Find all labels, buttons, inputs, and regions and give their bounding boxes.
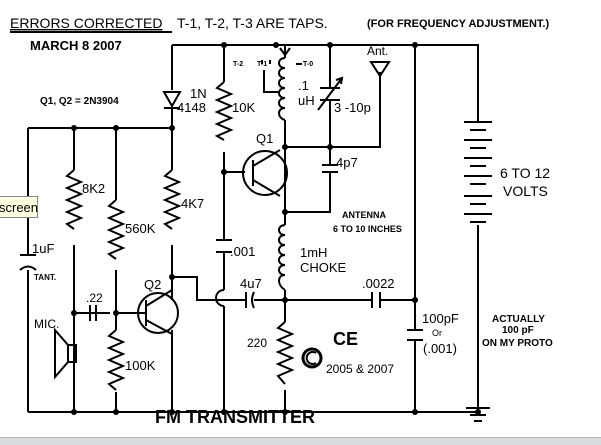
capacitor-100pf — [407, 329, 423, 341]
capacitor-1uf — [19, 254, 37, 271]
transistor-q1 — [242, 150, 288, 196]
r10k-label: 10K — [232, 100, 255, 115]
date: MARCH 8 2007 — [30, 38, 122, 53]
mic-label: MIC. — [34, 317, 59, 331]
battery-label: 6 TO 12 — [500, 165, 550, 181]
resistor-10k — [214, 81, 234, 141]
resistor-8k2 — [64, 169, 84, 230]
choke-label-2: CHOKE — [300, 260, 347, 275]
c0022-label: .0022 — [362, 276, 395, 291]
transistor-note: Q1, Q2 = 2N3904 — [40, 96, 119, 107]
c22-label: .22 — [86, 291, 103, 305]
actually-note-3: ON MY PROTO — [482, 338, 553, 349]
diode-label: 1N — [190, 86, 207, 101]
resistor-560k — [106, 199, 126, 260]
antenna-note-2: 6 TO 10 INCHES — [333, 224, 402, 234]
tap-t0: T-0 — [303, 61, 313, 68]
copyright-symbol — [301, 347, 323, 369]
tant-label: TANT. — [34, 273, 56, 282]
errors-corrected: ERRORS CORRECTED — [10, 15, 162, 31]
diagram-title: FM TRANSMITTER — [155, 407, 315, 427]
capacitor-0022 — [371, 292, 381, 308]
wires — [27, 44, 479, 413]
capacitor-22 — [89, 305, 110, 321]
actually-note: ACTUALLY — [492, 314, 545, 325]
capacitor-4u7 — [245, 291, 255, 309]
antenna-symbol — [369, 61, 391, 78]
components — [19, 42, 492, 422]
vcap-label: 3 -10p — [334, 100, 371, 115]
horizontal-scrollbar[interactable] — [0, 437, 601, 445]
resistor-4k7 — [162, 169, 182, 230]
c100pf-label: 100pF — [422, 311, 459, 326]
tooltip: screen — [0, 196, 38, 218]
junction-dots — [71, 42, 481, 415]
battery-label-2: VOLTS — [503, 183, 548, 199]
coil-01uh — [278, 57, 286, 121]
diode-label-2: 4148 — [177, 100, 206, 115]
capacitor-001 — [216, 239, 232, 253]
r8k2-label: 8K2 — [82, 181, 105, 196]
tap-t1: T-1 — [257, 61, 267, 68]
r4k7-label: 4K7 — [181, 196, 204, 211]
battery-symbol — [464, 121, 492, 223]
diode-symbol — [162, 91, 182, 109]
c1uf-label: 1uF — [32, 241, 54, 256]
frequency-note: (FOR FREQUENCY ADJUSTMENT.) — [367, 18, 549, 30]
resistor-100k — [106, 329, 126, 391]
q2-label: Q2 — [144, 277, 161, 292]
r560k-label: 560K — [125, 221, 156, 236]
variable-capacitor — [317, 76, 344, 111]
c4p7-label: 4p7 — [336, 155, 358, 170]
or-label: Or — [432, 328, 442, 338]
r100k-label: 100K — [125, 358, 156, 373]
taps-note: T-1, T-2, T-3 ARE TAPS. — [177, 15, 328, 31]
coil-label: .1 — [298, 78, 309, 93]
c001b-label: (.001) — [423, 341, 457, 356]
antenna-note: ANTENNA — [342, 210, 386, 220]
r220-label: 220 — [247, 336, 267, 350]
choke-label: 1mH — [300, 245, 327, 260]
capacitor-4p7 — [322, 164, 338, 173]
tap-t2: T-2 — [233, 61, 243, 68]
c4u7-label: 4u7 — [240, 276, 262, 291]
resistor-220 — [275, 321, 295, 385]
c001-label: .001 — [230, 244, 255, 259]
microphone-symbol — [54, 327, 77, 380]
ant-label: Ant. — [367, 44, 388, 58]
copyright-text: 2005 & 2007 — [326, 362, 394, 376]
choke-1mh — [278, 224, 286, 291]
text-labels: ERRORS CORRECTED T-1, T-2, T-3 ARE TAPS.… — [10, 15, 553, 427]
coil-label-2: uH — [298, 93, 315, 108]
logo: CE — [333, 329, 358, 349]
q1-label: Q1 — [256, 131, 273, 146]
actually-note-2: 100 pF — [502, 325, 534, 336]
